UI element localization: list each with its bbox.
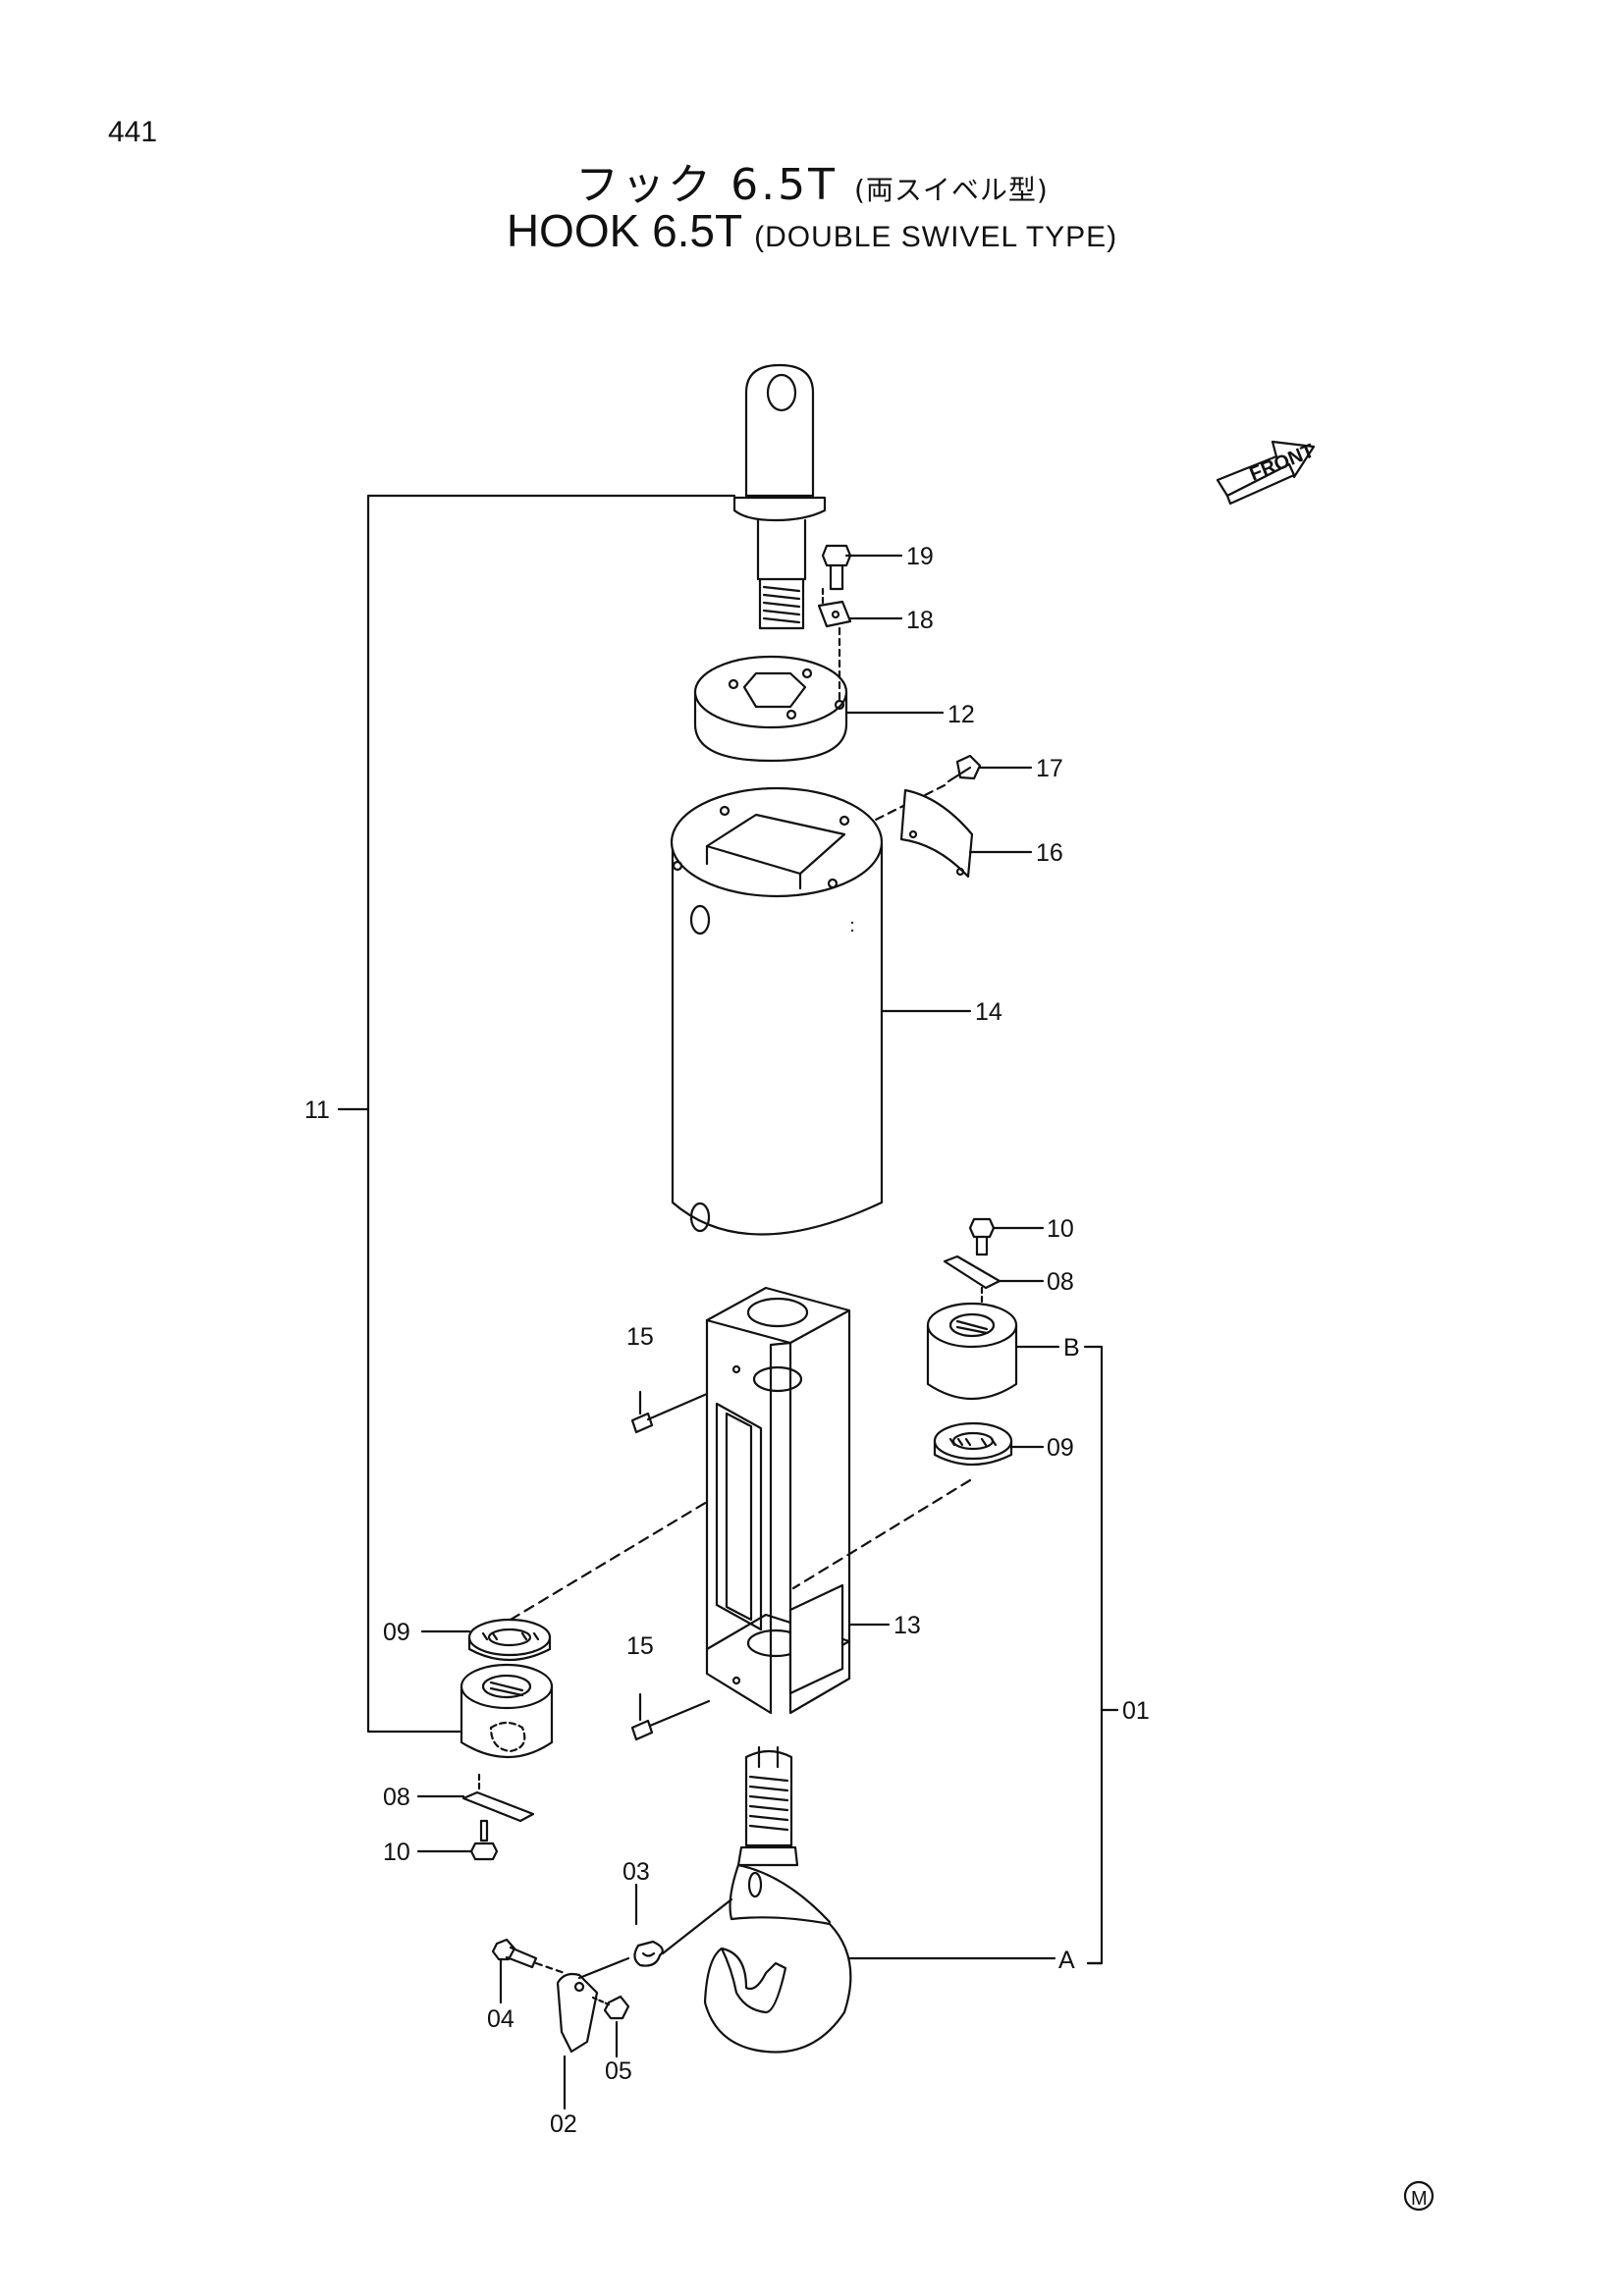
callout-09-upper: 09 xyxy=(1047,1434,1074,1462)
latch-02-icon xyxy=(556,1956,630,2110)
crane-hook xyxy=(703,1745,1056,2054)
callout-A: A xyxy=(1058,1947,1075,1974)
bolt-15-upper-icon xyxy=(630,1390,709,1434)
callout-08-upper: 08 xyxy=(1047,1268,1074,1296)
title-english: HOOK 6.5T (DOUBLE SWIVEL TYPE) xyxy=(0,204,1624,257)
title-en-sub: (DOUBLE SWIVEL TYPE) xyxy=(754,221,1118,253)
eye-bolt-shaft xyxy=(732,363,827,630)
callout-05: 05 xyxy=(605,2057,632,2085)
callout-15-lower: 15 xyxy=(626,1632,654,1660)
name-plate-16-icon xyxy=(899,788,1033,879)
swivel-nut-lower xyxy=(460,1663,554,1758)
callout-19: 19 xyxy=(906,543,934,570)
lock-plate-08-upper-icon xyxy=(943,1255,1045,1312)
page-number: 441 xyxy=(108,116,158,148)
callout-16: 16 xyxy=(1036,839,1063,867)
lock-plate-18-icon xyxy=(817,587,903,628)
swivel-nut-upper xyxy=(926,1302,1104,1965)
hook-cover-14 xyxy=(670,786,972,1236)
nut-05-icon xyxy=(591,1995,630,2058)
callout-08-lower: 08 xyxy=(383,1784,410,1811)
bracket-01-line xyxy=(1086,1708,1119,1965)
callout-01: 01 xyxy=(1122,1697,1150,1725)
thrust-bearing-lower xyxy=(420,1500,709,1662)
swivel-plate-12 xyxy=(693,626,945,763)
callout-18: 18 xyxy=(906,607,934,634)
bolt-10-lower-icon xyxy=(416,1819,499,1861)
callout-13: 13 xyxy=(893,1612,921,1639)
callout-10-upper: 10 xyxy=(1047,1215,1074,1243)
callout-02: 02 xyxy=(550,2110,577,2138)
title-jp-sub: (両スイベル型) xyxy=(853,174,1049,206)
callout-03: 03 xyxy=(623,1858,650,1886)
bolt-19-icon xyxy=(821,544,903,591)
bolt-15-lower-icon xyxy=(630,1692,711,1741)
lock-plate-08-lower-icon xyxy=(416,1773,535,1823)
callout-10-lower: 10 xyxy=(383,1839,410,1866)
callout-B: B xyxy=(1063,1334,1080,1362)
title-japanese: フック 6.5T (両スイベル型) xyxy=(0,149,1624,212)
callout-04: 04 xyxy=(487,2005,514,2033)
thrust-bearing-upper xyxy=(791,1421,1045,1590)
swivel-frame-13 xyxy=(705,1286,891,1715)
callout-11: 11 xyxy=(304,1096,330,1124)
callout-09-lower: 09 xyxy=(383,1619,410,1646)
bolt-10-upper-icon xyxy=(968,1217,1045,1256)
title-en-main: HOOK 6.5T xyxy=(506,205,742,256)
spring-03-icon xyxy=(633,1883,733,1967)
callout-17: 17 xyxy=(1036,755,1063,782)
callout-12: 12 xyxy=(947,701,975,728)
manual-mark: M xyxy=(1411,2188,1428,2210)
bracket-11-line xyxy=(337,494,736,1734)
manual-mark-icon xyxy=(1403,2180,1435,2212)
callout-15-upper: 15 xyxy=(626,1323,654,1351)
title-jp-main: フック 6.5T xyxy=(575,160,838,210)
bolt-04-icon xyxy=(491,1938,567,2004)
callout-14: 14 xyxy=(975,998,1002,1026)
front-arrow-icon xyxy=(1216,440,1316,506)
